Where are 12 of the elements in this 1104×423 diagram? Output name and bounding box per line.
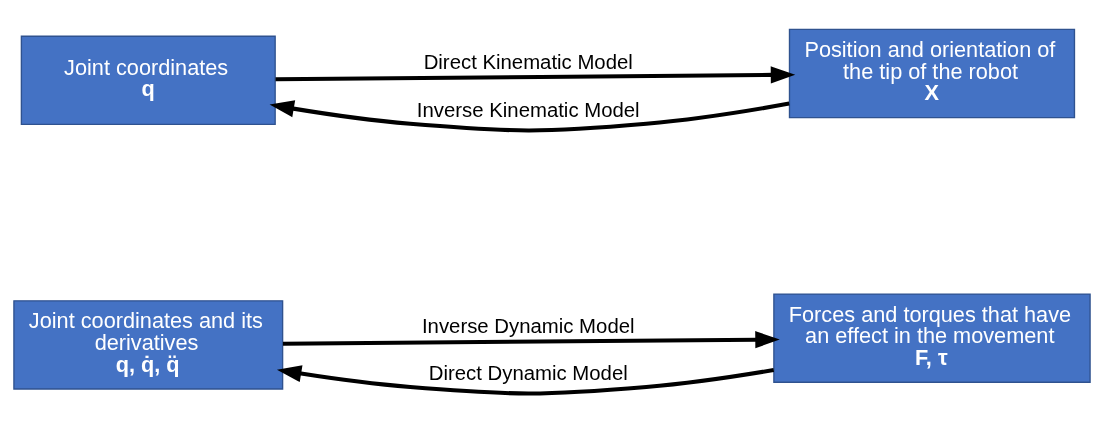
node-box: Joint coordinates and its derivatives q, q̇, q̈ <box>13 300 284 390</box>
edge-label: Direct Dynamic Model <box>428 362 628 385</box>
edge-label: Inverse Kinematic Model <box>416 98 640 121</box>
edge-label: Direct Kinematic Model <box>423 51 633 74</box>
arrow <box>276 365 775 396</box>
arrow <box>269 100 790 133</box>
node-box: Forces and torques that have an effect in the movement F, τ <box>773 293 1091 383</box>
edge-label: Inverse Dynamic Model <box>421 314 635 337</box>
arrow <box>275 66 796 84</box>
node-box: Joint coordinates q <box>20 35 276 126</box>
arrow <box>283 331 780 349</box>
node-box: Position and orientation of the tip of the robot X <box>788 28 1076 119</box>
